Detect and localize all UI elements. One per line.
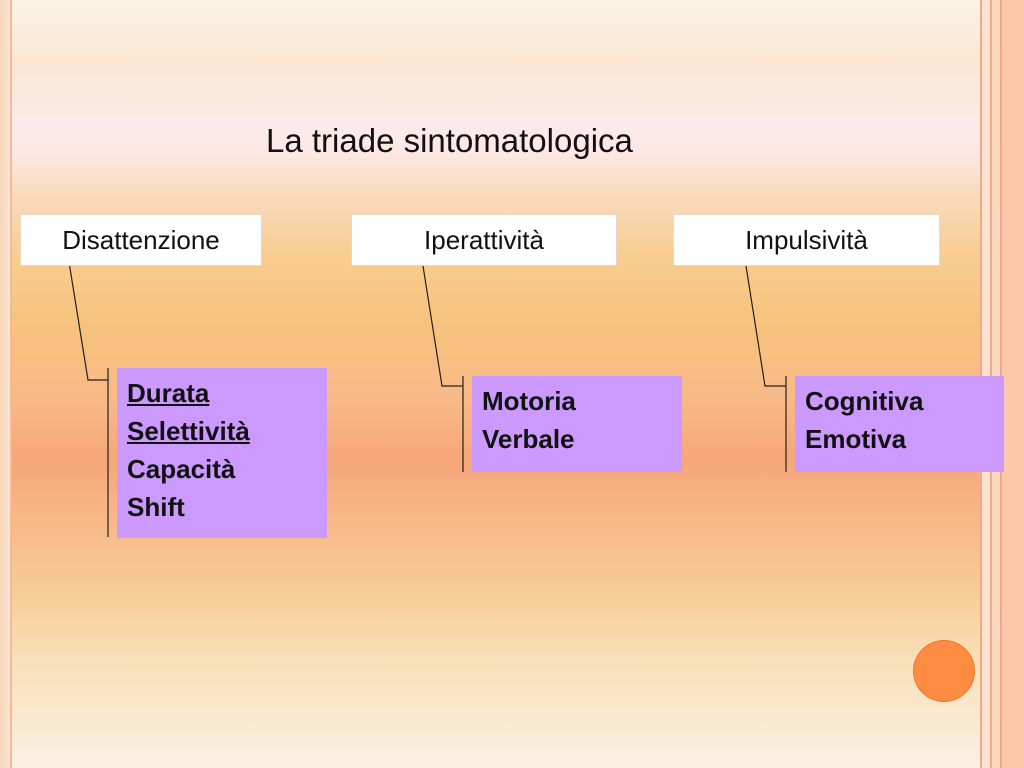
category-box-impulsivita: Impulsività	[673, 214, 940, 266]
subitem: Cognitiva	[805, 386, 924, 416]
left-border-stripe	[0, 0, 10, 768]
connector-impulsivita	[745, 265, 786, 387]
subitem: Durata	[127, 378, 210, 408]
right-border-band	[1002, 0, 1024, 768]
category-box-iperattivita: Iperattività	[351, 214, 617, 266]
subitem: Selettività	[127, 416, 250, 446]
subitems-box-impulsivita: Cognitiva Emotiva	[795, 376, 1004, 472]
connector-disattenzione	[68, 261, 108, 381]
subitem: Verbale	[482, 424, 575, 454]
connector-iperattivita	[422, 265, 463, 387]
decorative-circle	[913, 640, 975, 702]
category-box-disattenzione: Disattenzione	[20, 214, 262, 266]
subitem: Emotiva	[805, 424, 907, 454]
slide-title: La triade sintomatologica	[266, 122, 633, 159]
subitem: Shift	[127, 492, 185, 522]
subitems-box-iperattivita: Motoria Verbale	[472, 376, 682, 472]
subitems-box-disattenzione: Durata Selettività Capacità Shift	[117, 368, 327, 538]
left-border-line	[10, 0, 12, 768]
subitem: Motoria	[482, 386, 576, 416]
subitem: Capacità	[127, 454, 236, 484]
